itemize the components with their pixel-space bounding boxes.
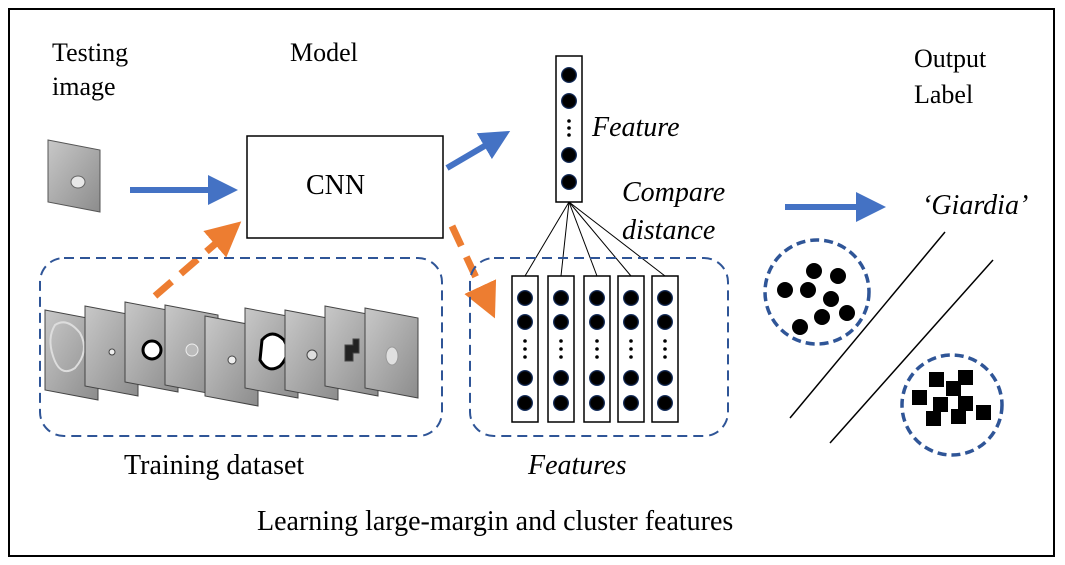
margin-line-1: [789, 231, 946, 419]
cnn-label: CNN: [306, 170, 366, 201]
training-dataset-label: Training dataset: [124, 450, 305, 481]
testing-image-label-1: Testing: [52, 38, 129, 67]
arrow-cnn-to-feature: [445, 130, 511, 171]
figure-caption: Learning large-margin and cluster featur…: [257, 506, 734, 537]
features-box: [469, 257, 729, 437]
arrow-training-to-cnn: [152, 221, 242, 299]
compare-lines: [524, 201, 666, 277]
compare-distance-label-2: distance: [622, 215, 716, 246]
output-class-label: ‘Giardia’: [922, 190, 1029, 221]
cnn-box: [246, 135, 444, 239]
feature-column-3: [583, 275, 611, 423]
feature-label: Feature: [592, 112, 680, 143]
output-label-1: Output: [914, 44, 987, 73]
feature-columns: [511, 275, 679, 423]
feature-column-5: [651, 275, 679, 423]
arrow-cnn-to-features: [448, 224, 497, 319]
testing-image-label-2: image: [52, 72, 116, 101]
output-label-2: Label: [914, 80, 974, 109]
model-label: Model: [290, 38, 358, 67]
cluster-squares: [900, 353, 1004, 457]
feature-column-1: [511, 275, 539, 423]
training-image-stack: [44, 301, 419, 407]
feature-column-4: [617, 275, 645, 423]
cluster-circles: [763, 238, 871, 346]
feature-column-2: [547, 275, 575, 423]
testing-image: [47, 139, 101, 213]
compare-distance-label-1: Compare: [622, 177, 726, 208]
margin-line-2: [829, 259, 994, 444]
features-label: Features: [528, 450, 627, 481]
feature-vector: [555, 55, 583, 203]
training-dataset-box: [39, 257, 443, 437]
